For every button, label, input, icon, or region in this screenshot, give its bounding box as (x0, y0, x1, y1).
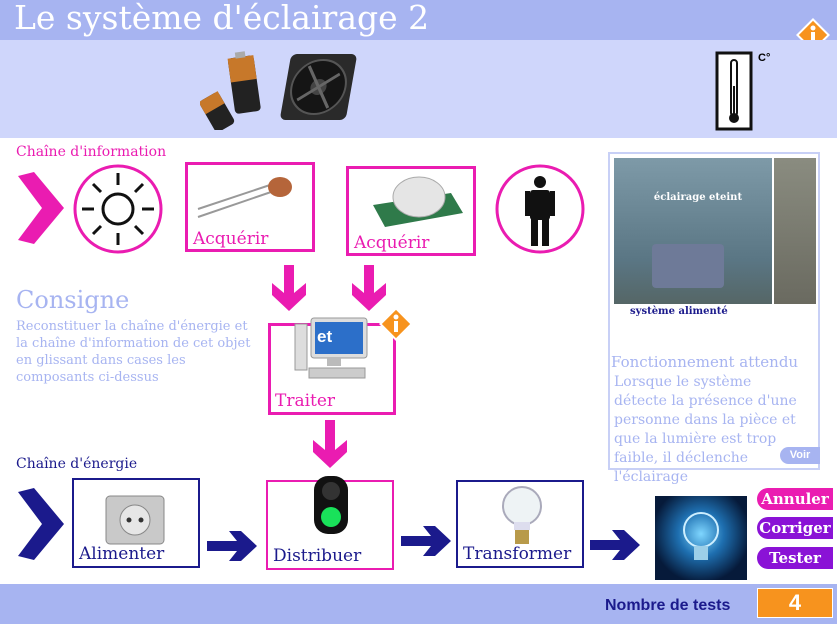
info-chain-label: Chaîne d'information (16, 144, 167, 160)
preview-panel: éclairage eteint système alimenté (608, 152, 820, 470)
fonctionnement-text: Lorsque le système détecte la présence d… (614, 374, 797, 485)
glowing-bulb-image (655, 496, 747, 580)
down-arrow-icon (309, 418, 351, 470)
corriger-button[interactable]: Corriger (757, 517, 833, 539)
process-badge: et (317, 327, 333, 346)
power-socket-icon (105, 495, 165, 545)
preview-caption: système alimenté (630, 306, 728, 317)
glowing-bulb-icon (683, 512, 719, 560)
preview-overlay-text: éclairage eteint (653, 192, 743, 203)
supply-label: Alimenter (79, 544, 165, 564)
down-arrow-icon (268, 263, 310, 313)
person-icon[interactable] (494, 163, 586, 255)
tests-count-value: 4 (757, 588, 833, 618)
process-info-icon[interactable] (378, 306, 414, 342)
consigne-title: Consigne (16, 286, 130, 314)
light-bulb-icon (502, 486, 542, 544)
distribute-label: Distribuer (273, 546, 362, 566)
energy-chain-label: Chaîne d'énergie (16, 456, 138, 472)
computer-icon (294, 317, 368, 379)
sun-light-icon[interactable] (72, 163, 164, 255)
supply-slot[interactable]: Alimenter (72, 478, 200, 568)
tests-count-label: Nombre de tests (605, 597, 731, 614)
title-bar (0, 0, 837, 40)
page-title: Le système d'éclairage 2 (14, 0, 430, 37)
acquire-label-1: Acquérir (193, 229, 269, 249)
fonctionnement-title: Fonctionnement attendu (611, 353, 799, 371)
right-arrow-icon (205, 528, 259, 564)
tester-button[interactable]: Tester (757, 547, 833, 569)
process-slot[interactable]: et Traiter (268, 317, 396, 415)
energy-chain-chevron-icon (14, 484, 66, 564)
fan-component[interactable] (278, 50, 360, 124)
voir-button[interactable]: Voir (780, 447, 820, 464)
bed-shape (652, 244, 724, 288)
acquire-slot-1[interactable]: Acquérir (185, 162, 315, 252)
right-arrow-icon (399, 523, 453, 559)
battery-component[interactable] (198, 50, 270, 132)
door-image (774, 158, 816, 304)
consigne-text: Reconstituer la chaîne d'énergie et la c… (16, 319, 251, 385)
room-image: éclairage eteint (614, 158, 772, 304)
ldr-sensor-icon (197, 177, 292, 218)
traffic-light-icon (314, 476, 348, 534)
thermometer-component[interactable] (714, 50, 778, 132)
components-band (0, 40, 837, 138)
distribute-slot[interactable]: Distribuer (266, 476, 394, 570)
pir-sensor-icon (373, 176, 463, 227)
acquire-slot-2[interactable]: Acquérir (346, 166, 476, 256)
acquire-label-2: Acquérir (354, 233, 430, 253)
info-chain-chevron-icon (14, 168, 66, 248)
right-arrow-icon (588, 527, 642, 563)
thermometer-unit: C° (758, 52, 771, 64)
process-label: Traiter (275, 391, 336, 411)
annuler-button[interactable]: Annuler (757, 488, 833, 510)
down-arrow-icon (348, 263, 390, 313)
transform-slot[interactable]: Transformer (456, 480, 584, 568)
transform-label: Transformer (463, 544, 572, 564)
footer-bar (0, 584, 837, 624)
